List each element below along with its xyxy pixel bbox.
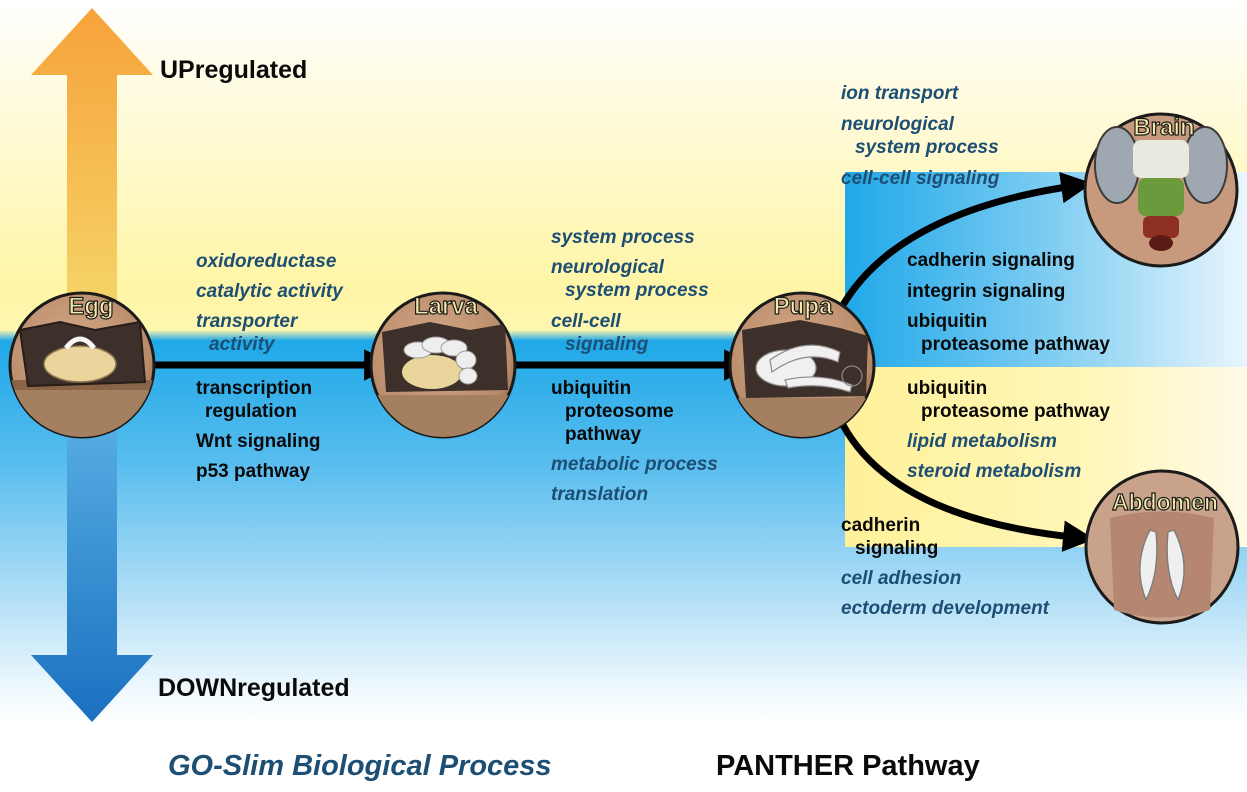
egg-larva-up-process-2: catalytic activity [196,280,343,303]
stage-label-pupa: Pupa [774,293,833,320]
stage-label-brain: Brain [1133,114,1194,141]
egg-larva-down-pathway-1: transcription [196,377,312,400]
egg-larva-up-process-4: activity [209,333,274,356]
stage-label-larva: Larva [414,293,479,320]
legend-go-slim: GO-Slim Biological Process [168,750,552,783]
larva-pupa-down-pathway-2: proteosome [565,400,674,423]
egg-larva-down-pathway-2: regulation [205,400,297,423]
legend-panther: PANTHER Pathway [716,750,980,783]
pupa-abdomen-up-process-1: lipid metabolism [907,430,1057,453]
pupa-abdomen-up-process-2: steroid metabolism [907,460,1081,483]
larva-pupa-down-pathway-1: ubiquitin [551,377,631,400]
downregulated-label: DOWNregulated [158,674,350,702]
pupa-abdomen-up-pathway-2: proteasome pathway [921,400,1110,423]
pupa-brain-down-pathway-3: ubiquitin [907,310,987,333]
pupa-abdomen-down-pathway-1: cadherin [841,514,920,537]
egg-larva-down-pathway-4: p53 pathway [196,460,310,483]
pupa-brain-down-pathway-4: proteasome pathway [921,333,1110,356]
egg-larva-up-process-1: oxidoreductase [196,250,336,273]
pupa-abdomen-down-pathway-2: signaling [855,537,938,560]
pupa-abdomen-up-pathway-1: ubiquitin [907,377,987,400]
upregulated-label: UPregulated [160,56,307,84]
larva-pupa-up-process-3: system process [565,279,709,302]
pupa-brain-up-process-3: system process [855,136,999,159]
pupa-brain-up-process-4: cell-cell signaling [841,167,999,190]
larva-pupa-down-process-1: metabolic process [551,453,718,476]
pupa-brain-up-process-1: ion transport [841,82,958,105]
larva-pupa-up-process-2: neurological [551,256,664,279]
pupa-abdomen-down-process-1: cell adhesion [841,567,961,590]
larva-pupa-up-process-5: signaling [565,333,648,356]
pupa-brain-up-process-2: neurological [841,113,954,136]
larva-pupa-down-process-2: translation [551,483,648,506]
pupa-brain-down-pathway-2: integrin signaling [907,280,1065,303]
egg-larva-down-pathway-3: Wnt signaling [196,430,321,453]
pupa-brain-down-pathway-1: cadherin signaling [907,249,1075,272]
pupa-abdomen-down-process-2: ectoderm development [841,597,1049,620]
larva-pupa-down-pathway-3: pathway [565,423,641,446]
larva-pupa-up-process-4: cell-cell [551,310,621,333]
egg-larva-up-process-3: transporter [196,310,297,333]
larva-pupa-up-process-1: system process [551,226,695,249]
stage-label-abdomen: Abdomen [1112,489,1218,515]
stage-label-egg: Egg [68,293,113,320]
